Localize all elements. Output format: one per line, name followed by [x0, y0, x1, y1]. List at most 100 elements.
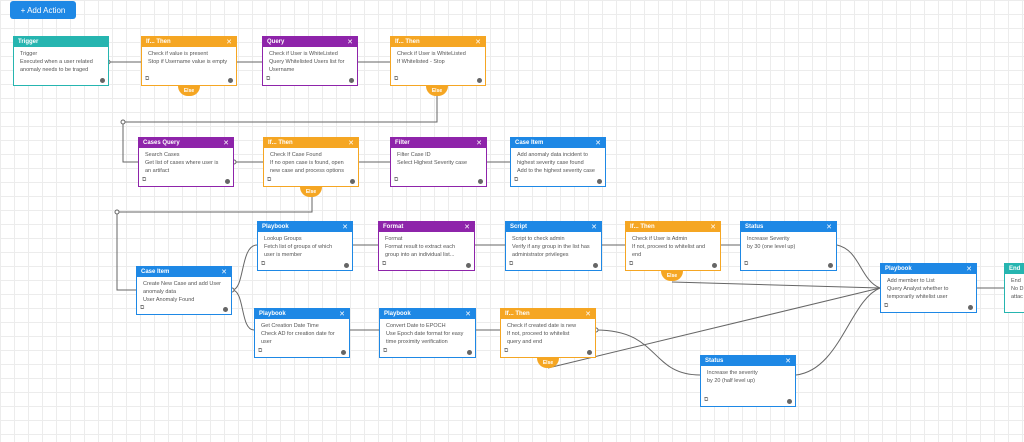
port-icon[interactable]	[587, 350, 592, 355]
node-line: Check if User is Admin	[632, 236, 688, 242]
node-line: by 30 (one level up)	[747, 244, 796, 250]
port-icon[interactable]	[225, 179, 230, 184]
port-icon[interactable]	[100, 78, 105, 83]
else-tab[interactable]: Else	[661, 271, 683, 281]
node-line: Format	[385, 236, 403, 242]
copy-icon[interactable]: ⧉	[266, 76, 271, 82]
copy-icon[interactable]: ⧉	[514, 177, 519, 183]
copy-icon[interactable]: ⧉	[258, 348, 263, 354]
copy-icon[interactable]: ⧉	[504, 348, 509, 354]
copy-icon[interactable]: ⧉	[394, 76, 399, 82]
node-line: Verify if any group in the list has	[512, 244, 590, 250]
close-icon[interactable]: ✕	[348, 140, 354, 147]
close-icon[interactable]: ✕	[826, 224, 832, 231]
port-icon[interactable]	[478, 179, 483, 184]
port-icon[interactable]	[349, 78, 354, 83]
ifthen-node-5[interactable]: If... Then✕ Check if created date is new…	[500, 308, 596, 358]
node-line: Trigger	[20, 51, 38, 57]
copy-icon[interactable]: ⧉	[142, 177, 147, 183]
port-icon[interactable]	[344, 263, 349, 268]
node-title: If... Then	[630, 224, 655, 230]
port-icon[interactable]	[467, 350, 472, 355]
close-icon[interactable]: ✕	[342, 224, 348, 231]
else-tab[interactable]: Else	[178, 86, 200, 96]
copy-icon[interactable]: ⧉	[145, 76, 150, 82]
node-title: Playbook	[262, 224, 289, 230]
port-icon[interactable]	[228, 78, 233, 83]
else-tab[interactable]: Else	[426, 86, 448, 96]
node-line: Convert Date to EPOCH	[386, 323, 446, 329]
copy-icon[interactable]: ⧉	[383, 348, 388, 354]
node-title: End	[1009, 266, 1021, 272]
port-icon[interactable]	[712, 263, 717, 268]
port-icon[interactable]	[597, 179, 602, 184]
node-line: Select Highest Severity case	[397, 160, 468, 166]
copy-icon[interactable]: ⧉	[267, 177, 272, 183]
close-icon[interactable]: ✕	[339, 311, 345, 318]
close-icon[interactable]: ✕	[221, 269, 227, 276]
copy-icon[interactable]: ⧉	[394, 177, 399, 183]
close-icon[interactable]: ✕	[591, 224, 597, 231]
add-action-button[interactable]: + Add Action	[10, 1, 76, 19]
close-icon[interactable]: ✕	[475, 39, 481, 46]
close-icon[interactable]: ✕	[465, 311, 471, 318]
node-title: Status	[745, 224, 764, 230]
copy-icon[interactable]: ⧉	[884, 303, 889, 309]
copy-icon[interactable]: ⧉	[744, 261, 749, 267]
close-icon[interactable]: ✕	[585, 311, 591, 318]
node-line: time proximity verification	[386, 339, 448, 345]
close-icon[interactable]: ✕	[595, 140, 601, 147]
node-line: attac	[1011, 294, 1023, 300]
close-icon[interactable]: ✕	[223, 140, 229, 147]
close-icon[interactable]: ✕	[710, 224, 716, 231]
port-icon[interactable]	[466, 263, 471, 268]
close-icon[interactable]: ✕	[347, 39, 353, 46]
copy-icon[interactable]: ⧉	[382, 261, 387, 267]
node-line: No D	[1011, 286, 1024, 292]
copy-icon[interactable]: ⧉	[261, 261, 266, 267]
copy-icon[interactable]: ⧉	[140, 305, 145, 311]
close-icon[interactable]: ✕	[785, 358, 791, 365]
port-icon[interactable]	[477, 78, 482, 83]
node-title: Filter	[395, 140, 410, 146]
close-icon[interactable]: ✕	[476, 140, 482, 147]
port-icon[interactable]	[787, 399, 792, 404]
node-line: Check if created date is new	[507, 323, 577, 329]
close-icon[interactable]: ✕	[464, 224, 470, 231]
copy-icon[interactable]: ⧉	[704, 397, 709, 403]
close-icon[interactable]: ✕	[966, 266, 972, 273]
port-icon[interactable]	[968, 305, 973, 310]
port-icon[interactable]	[828, 263, 833, 268]
port-icon[interactable]	[223, 307, 228, 312]
port-icon[interactable]	[350, 179, 355, 184]
node-line: If not, proceed to whitelist	[507, 331, 570, 337]
port-icon[interactable]	[593, 263, 598, 268]
ifthen-node-2[interactable]: If... Then✕ Check if User is WhiteListed…	[390, 36, 486, 86]
else-tab[interactable]: Else	[537, 358, 559, 368]
else-tab[interactable]: Else	[300, 187, 322, 197]
copy-icon[interactable]: ⧉	[509, 261, 514, 267]
close-icon[interactable]: ✕	[226, 39, 232, 46]
copy-icon[interactable]: ⧉	[629, 261, 634, 267]
port-icon[interactable]	[341, 350, 346, 355]
node-line: temporarily whitelist user	[887, 294, 948, 300]
